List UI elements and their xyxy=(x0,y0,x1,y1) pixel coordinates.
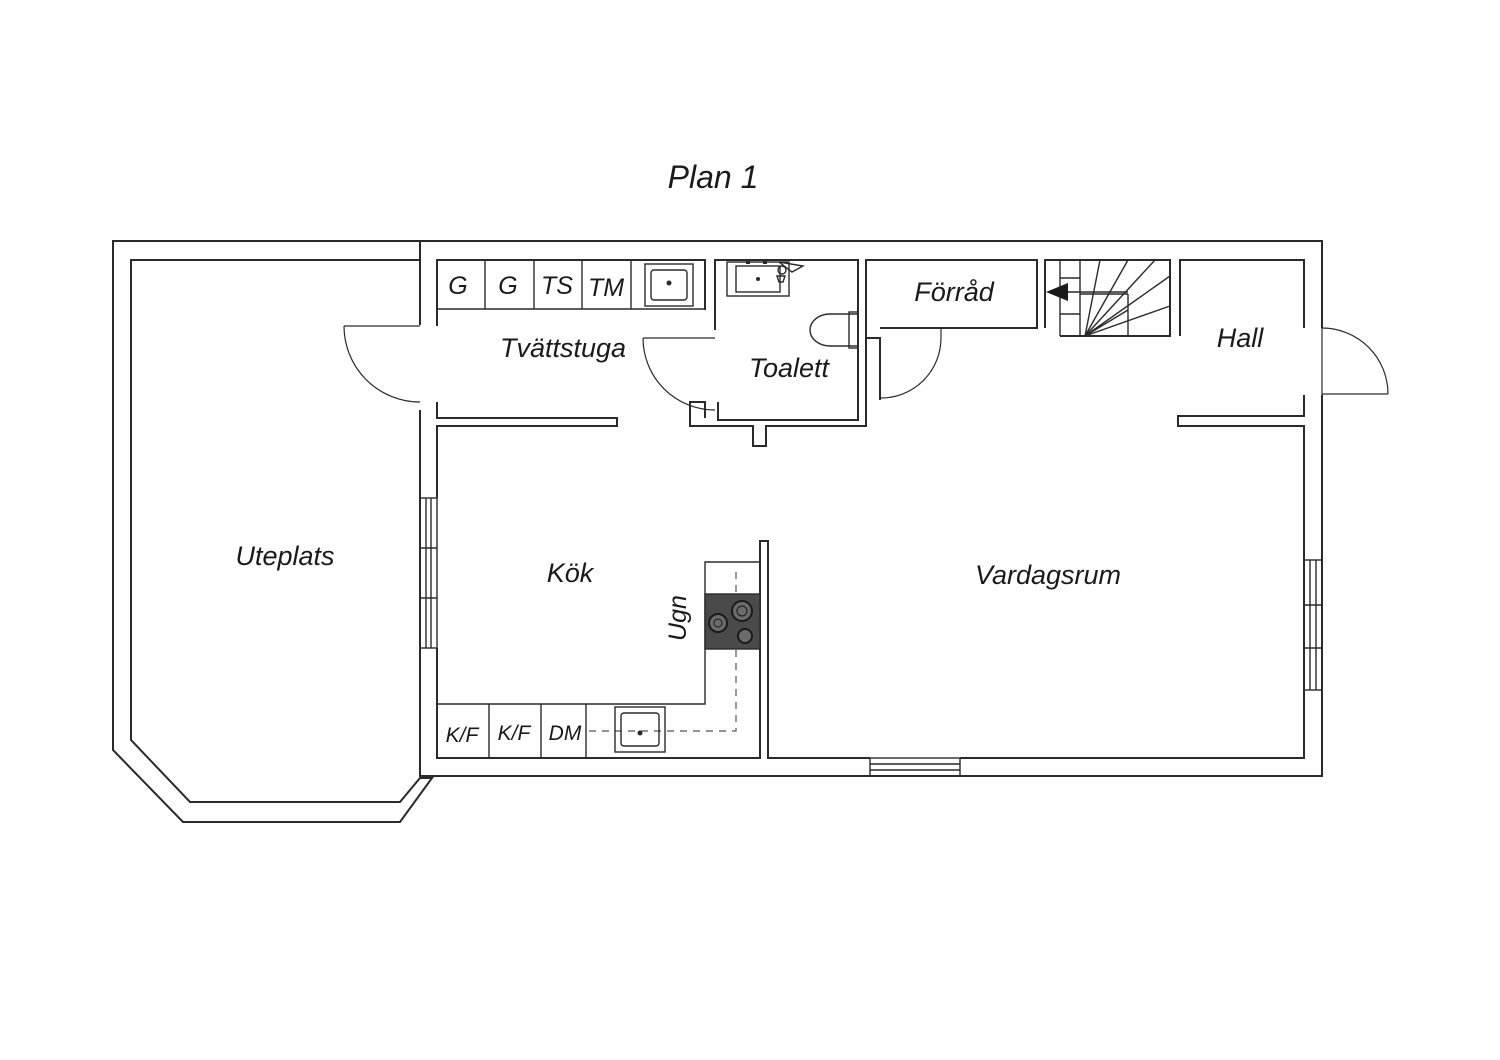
stair-direction-arrow-icon xyxy=(1046,283,1128,301)
plan-title: Plan 1 xyxy=(668,159,759,195)
door-terrace xyxy=(343,325,421,403)
terrace-outline xyxy=(112,240,434,823)
staircase xyxy=(1059,259,1171,337)
fixture-label: K/F xyxy=(446,724,480,747)
room-label-uteplats: Uteplats xyxy=(235,541,334,571)
exterior-walls xyxy=(419,240,1323,777)
fixture-label: TM xyxy=(588,274,624,302)
door-toilet xyxy=(642,337,716,411)
room-label-forrad: Förråd xyxy=(914,277,995,307)
window-living-east xyxy=(1303,559,1323,691)
fixture-label: TS xyxy=(541,272,573,300)
stove-icon xyxy=(704,593,761,650)
door-entrance xyxy=(1321,327,1389,395)
room-label-vardagsrum: Vardagsrum xyxy=(975,560,1121,590)
window-living-south xyxy=(869,757,961,777)
kitchen-sink-icon xyxy=(614,706,666,753)
room-label-tvattstuga: Tvättstuga xyxy=(500,333,626,363)
toilet-icon xyxy=(809,311,859,349)
room-label-toalett: Toalett xyxy=(749,353,831,383)
room-label-kok: Kök xyxy=(547,558,595,588)
kitchen-counter xyxy=(437,561,760,758)
fixture-label: G xyxy=(498,272,517,300)
laundry-counter xyxy=(437,260,705,310)
fixture-label: K/F xyxy=(498,722,532,745)
oven-label: Ugn xyxy=(664,595,692,641)
room-label-hall: Hall xyxy=(1217,323,1265,353)
fixture-label: G xyxy=(448,272,467,300)
fixture-label: DM xyxy=(549,722,582,745)
window-kitchen xyxy=(419,497,438,649)
washbasin-icon xyxy=(726,259,806,297)
laundry-sink-icon xyxy=(644,263,694,307)
door-storage xyxy=(880,328,942,399)
